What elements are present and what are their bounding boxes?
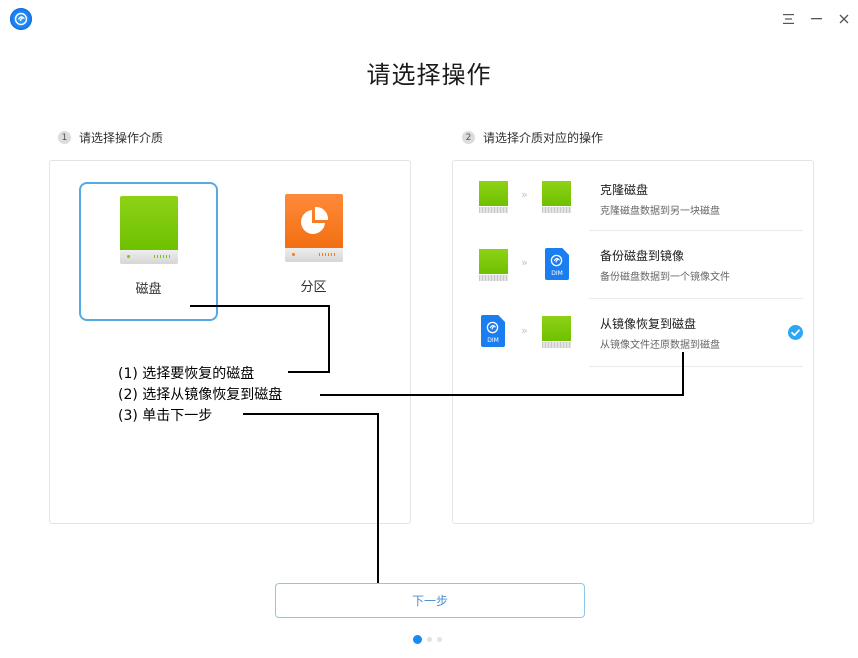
- page-dot-active: [413, 635, 422, 644]
- dim-image-file-icon: DIM: [481, 315, 505, 347]
- operation-title: 从镜像恢复到磁盘: [600, 317, 697, 331]
- page-dot: [437, 637, 442, 642]
- disk-icon: [119, 196, 178, 266]
- pie-chart-icon: [300, 206, 328, 234]
- double-chevron-right-icon: »: [521, 324, 528, 337]
- divider: [589, 366, 803, 367]
- annotation-step-2: (2) 选择从镜像恢复到磁盘: [118, 387, 283, 403]
- annotation-line: [682, 352, 684, 396]
- app-logo-icon: [10, 8, 32, 30]
- double-chevron-right-icon: »: [521, 256, 528, 269]
- annotation-line: [328, 305, 330, 373]
- window-controls: [774, 0, 858, 38]
- operation-desc: 克隆磁盘数据到另一块磁盘: [600, 206, 720, 217]
- operation-desc: 备份磁盘数据到一个镜像文件: [600, 272, 730, 283]
- source-disk-icon: [479, 249, 508, 282]
- media-card-partition[interactable]: 分区: [244, 182, 383, 321]
- next-button[interactable]: 下一步: [275, 583, 585, 618]
- operation-backup-to-image[interactable]: » DIM 备份磁盘到镜像 备份磁盘数据到一个镜像文件: [453, 231, 813, 299]
- dim-image-file-icon: DIM: [545, 248, 569, 280]
- media-card-disk[interactable]: 磁盘: [79, 182, 218, 321]
- target-disk-icon: [542, 316, 571, 349]
- target-disk-icon: [542, 181, 571, 214]
- step-number-badge: 1: [58, 131, 71, 144]
- step1-label: 1 请选择操作介质: [58, 129, 163, 146]
- step1-text: 请选择操作介质: [79, 131, 164, 145]
- source-disk-icon: [479, 181, 508, 214]
- operation-desc: 从镜像文件还原数据到磁盘: [600, 340, 720, 351]
- checkmark-icon: [788, 325, 803, 340]
- close-icon[interactable]: [830, 0, 858, 38]
- annotation-step-3: (3) 单击下一步: [118, 408, 213, 424]
- annotation-line: [190, 305, 330, 307]
- divider: [589, 298, 803, 299]
- operation-clone-disk[interactable]: » 克隆磁盘 克隆磁盘数据到另一块磁盘: [453, 163, 813, 231]
- media-panel: 磁盘 分区: [49, 160, 411, 524]
- minimize-icon[interactable]: [802, 0, 830, 38]
- media-label: 磁盘: [135, 282, 162, 297]
- partition-icon: [284, 194, 343, 264]
- annotation-line: [288, 371, 330, 373]
- annotation-line: [377, 413, 379, 599]
- page-indicator: [413, 635, 442, 644]
- step2-text: 请选择介质对应的操作: [483, 131, 604, 145]
- page-dot: [427, 637, 432, 642]
- operation-title: 克隆磁盘: [600, 183, 649, 197]
- annotation-line: [320, 394, 684, 396]
- double-chevron-right-icon: »: [521, 188, 528, 201]
- step-number-badge: 2: [462, 131, 475, 144]
- step2-label: 2 请选择介质对应的操作: [462, 129, 603, 146]
- menu-icon[interactable]: [774, 0, 802, 38]
- annotation-line: [243, 413, 379, 415]
- page-title: 请选择操作: [366, 61, 492, 89]
- divider: [589, 230, 803, 231]
- operation-title: 备份磁盘到镜像: [600, 249, 685, 263]
- operation-restore-from-image[interactable]: DIM » 从镜像恢复到磁盘 从镜像文件还原数据到磁盘: [453, 299, 813, 367]
- media-label: 分区: [300, 280, 327, 295]
- operations-panel: » 克隆磁盘 克隆磁盘数据到另一块磁盘 » DIM 备份磁盘到镜像 备份磁盘数据…: [452, 160, 814, 524]
- annotation-step-1: (1) 选择要恢复的磁盘: [118, 366, 255, 382]
